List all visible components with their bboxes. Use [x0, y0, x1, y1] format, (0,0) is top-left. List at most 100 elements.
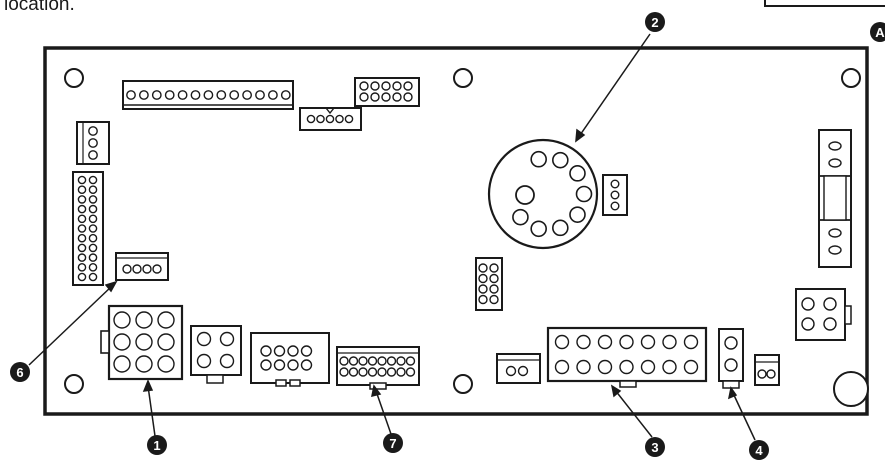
connector-pin [88, 126, 98, 136]
connector-pin [196, 331, 212, 347]
callout-3: 3 [645, 437, 665, 457]
connector-pin [77, 253, 87, 262]
connector-pin [88, 243, 98, 253]
connector-pin [576, 359, 591, 375]
connector-pin [619, 334, 634, 350]
socket-pin [569, 206, 586, 223]
socket-pin [512, 208, 529, 226]
top-10pin-connector [354, 77, 420, 107]
connector-pin [344, 114, 354, 124]
socket-pin [552, 151, 569, 169]
panel-edge [764, 0, 885, 7]
connector-pin [392, 81, 402, 91]
callout-2: 2 [645, 12, 665, 32]
connector-pin [403, 81, 413, 91]
connector-pin [260, 345, 272, 357]
connector-pin [405, 356, 416, 366]
connector-pin [151, 90, 162, 100]
connector-pin [88, 204, 98, 214]
connector-pin [478, 294, 488, 305]
connector-pin [273, 359, 286, 371]
connector-pin [135, 333, 153, 351]
connector-pin [229, 90, 240, 100]
connector-pin [640, 334, 656, 350]
connector-pin [157, 355, 175, 373]
connector-pin [489, 284, 499, 294]
callout-4: 4 [749, 440, 769, 460]
connector-pin [662, 334, 677, 350]
connector-pin [88, 214, 98, 224]
connector-pin [88, 253, 98, 262]
connector-pin [157, 311, 175, 329]
connector-pin [77, 214, 87, 224]
corner-badge-label: A [875, 25, 885, 40]
connector-pin [300, 345, 313, 357]
connector-pin [339, 356, 349, 366]
connector-pin [683, 334, 699, 350]
connector-pin [724, 358, 738, 372]
connector-pin [300, 359, 313, 371]
connector-pin [287, 359, 299, 371]
connector-pin [348, 367, 359, 377]
connector-pin [576, 334, 591, 350]
connector-pin [138, 90, 149, 100]
connector-pin [377, 367, 387, 377]
connector-pin [396, 367, 406, 377]
connector-pin [77, 175, 87, 185]
connector-pin [306, 114, 316, 124]
connector-pin [77, 243, 87, 253]
connector-pin [88, 150, 98, 160]
connector-pin [358, 367, 368, 377]
callout-6-label: 6 [16, 365, 23, 380]
socket-pin [575, 185, 593, 203]
connector-pin [405, 367, 416, 377]
mounting-hole [453, 68, 473, 88]
connector-pin [203, 90, 214, 100]
connector-pin [88, 195, 98, 204]
connector-pin [359, 81, 369, 91]
connector-pin [489, 294, 499, 305]
left-22pin-connector [72, 171, 104, 286]
connector-pin [152, 264, 162, 274]
connector-pin [255, 90, 265, 100]
connector-pin [77, 195, 87, 204]
connector-pin [370, 92, 380, 102]
callout-4-label: 4 [755, 443, 763, 458]
connector-pin [287, 345, 299, 357]
socket-pin [552, 219, 569, 237]
connector-pin [88, 185, 98, 194]
connector-pin [619, 359, 634, 375]
callout-1-label: 1 [153, 438, 160, 453]
mounting-hole [64, 374, 84, 394]
large-mounting-hole [833, 371, 869, 407]
corner-badge: A [870, 22, 885, 42]
connector-pin [386, 356, 397, 366]
connector-pin [823, 317, 837, 331]
connector-pin [367, 356, 378, 366]
connector-pin [370, 81, 380, 91]
top-13pin-connector [122, 80, 294, 110]
connector-pin [392, 92, 402, 102]
connector-pin [260, 359, 272, 371]
connector-pin [517, 365, 529, 377]
connector-pin [610, 201, 620, 211]
connector-pin [77, 185, 87, 194]
connector-pin [113, 333, 131, 351]
connector-pin [77, 224, 87, 233]
callout-6: 6 [10, 362, 30, 382]
connector-pin [348, 356, 359, 366]
socket-side-3pin-connector [602, 174, 628, 216]
connector-pin [478, 263, 488, 273]
socket-pin [530, 150, 547, 168]
connector-pin [662, 359, 677, 375]
top-5pin-connector [299, 107, 362, 131]
connector-pin [478, 284, 488, 294]
connector-pin [216, 90, 227, 100]
connector-pin [280, 90, 291, 100]
connector-pin [190, 90, 201, 100]
connector-pin [554, 334, 570, 350]
connector-pin [164, 90, 175, 100]
connector-pin [267, 90, 278, 100]
connector-pin [113, 311, 131, 329]
connector-pin [316, 114, 325, 124]
